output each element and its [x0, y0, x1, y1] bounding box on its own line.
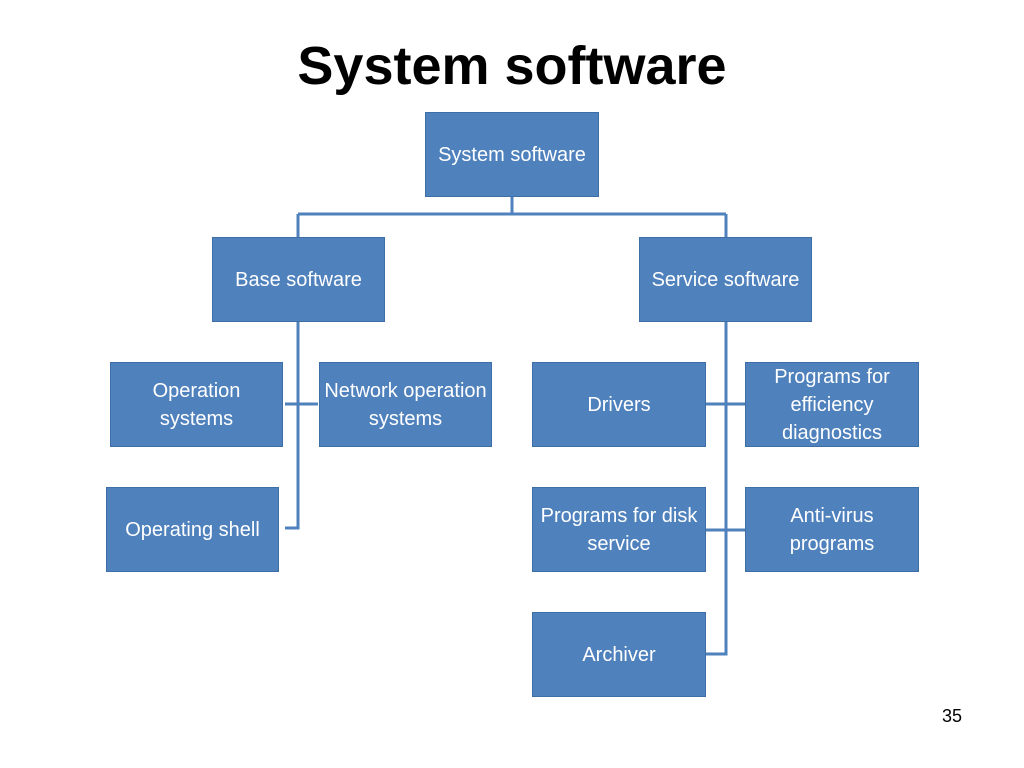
connector-base: [285, 322, 318, 530]
node-service-software: Service software: [639, 237, 812, 322]
connector-root: [296, 196, 728, 237]
node-drivers: Drivers: [532, 362, 706, 447]
slide-title: System software: [297, 36, 727, 96]
page-number: 35: [941, 706, 962, 726]
node-operating-shell: Operating shell: [106, 487, 279, 572]
node-network-operation-systems: Network operation systems: [319, 362, 492, 447]
node-operation-systems: Operation systems: [110, 362, 283, 447]
node-programs-efficiency-diagnostics: Programs for efficiency diagnostics: [745, 362, 919, 447]
node-archiver: Archiver: [532, 612, 706, 697]
node-base-software: Base software: [212, 237, 385, 322]
node-anti-virus-programs: Anti-virus programs: [745, 487, 919, 572]
node-system-software: System software: [425, 112, 599, 197]
connector-service: [706, 322, 745, 656]
node-programs-disk-service: Programs for disk service: [532, 487, 706, 572]
